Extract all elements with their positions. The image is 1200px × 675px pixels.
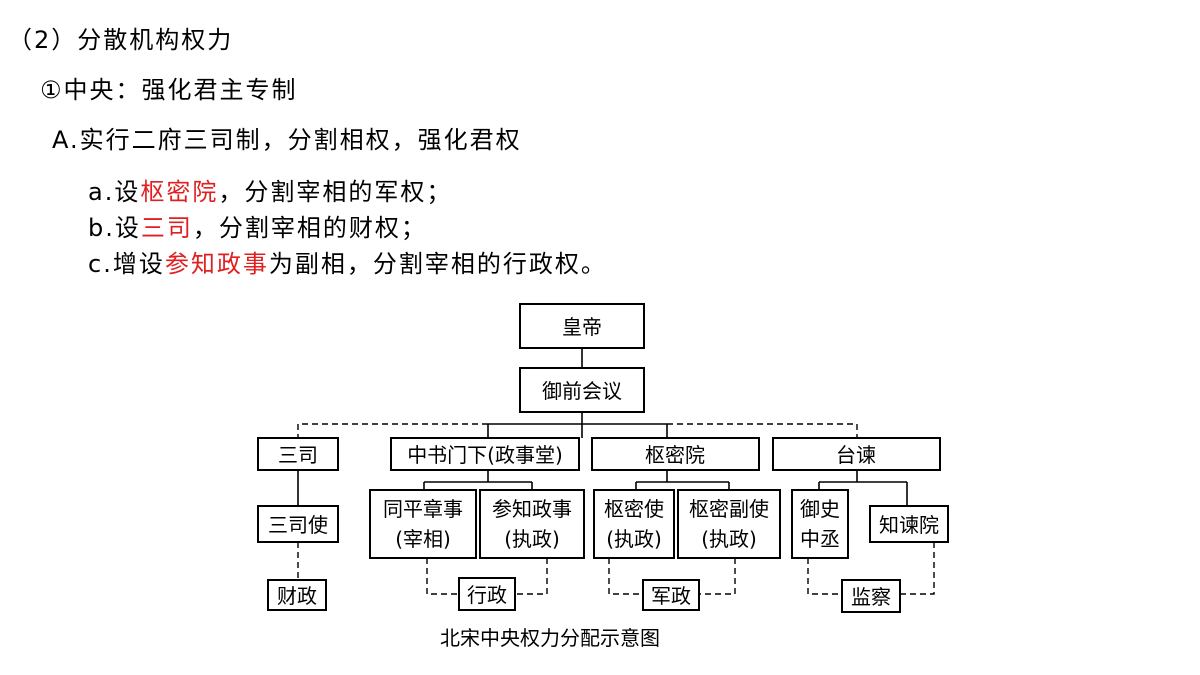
svg-text:同平章事: 同平章事 xyxy=(383,497,463,521)
svg-text:枢密副使: 枢密副使 xyxy=(689,497,769,521)
dashed-bracket xyxy=(807,558,842,595)
svg-text:(执政): (执政) xyxy=(701,527,757,551)
box-canzhi: 参知政事 (执政) xyxy=(479,489,585,559)
svg-text:财政: 财政 xyxy=(277,584,317,608)
dashed-connector xyxy=(667,423,858,438)
item-b-highlight: 三司 xyxy=(140,214,193,242)
svg-text:御前会议: 御前会议 xyxy=(542,379,622,403)
item-c: c.增设参知政事为副相，分割宰相的行政权。 xyxy=(88,244,607,279)
item-a-prefix: a.设 xyxy=(88,178,141,206)
svg-text:中书门下(政事堂): 中书门下(政事堂) xyxy=(407,443,563,467)
svg-text:参知政事: 参知政事 xyxy=(492,497,572,521)
dashed-bracket xyxy=(608,558,643,595)
svg-text:台谏: 台谏 xyxy=(836,443,876,467)
box-jiancha: 监察 xyxy=(841,579,901,613)
svg-text:三司使: 三司使 xyxy=(268,513,328,537)
item-a-highlight: 枢密院 xyxy=(140,178,219,206)
item-b-prefix: b.设 xyxy=(88,214,141,242)
subheading-central: ①中央：强化君主专制 xyxy=(40,76,298,104)
item-c-suffix: 为副相，分割宰相的行政权。 xyxy=(268,250,607,278)
box-shumishi: 枢密使 (执政) xyxy=(593,489,675,559)
dashed-bracket xyxy=(699,558,736,595)
svg-text:枢密院: 枢密院 xyxy=(645,443,705,467)
diagram-caption: 北宋中央权力分配示意图 xyxy=(440,626,660,650)
item-b: b.设三司，分割宰相的财权； xyxy=(88,208,427,243)
box-emperor: 皇帝 xyxy=(519,303,645,349)
svg-text:枢密使: 枢密使 xyxy=(604,497,664,521)
svg-text:御史: 御史 xyxy=(800,497,840,521)
section-heading: （2）分散机构权力 xyxy=(8,26,234,54)
point-a: A.实行二府三司制，分割相权，强化君权 xyxy=(52,126,522,154)
svg-text:三司: 三司 xyxy=(278,443,318,467)
box-caizheng: 财政 xyxy=(267,579,327,611)
svg-text:(宰相): (宰相) xyxy=(395,527,451,551)
box-taijian: 台谏 xyxy=(772,437,941,471)
box-yushi: 御史 中丞 xyxy=(791,489,849,559)
dashed-bracket xyxy=(900,542,935,595)
box-junzheng: 军政 xyxy=(642,579,700,611)
svg-text:皇帝: 皇帝 xyxy=(562,315,602,339)
item-a-suffix: ，分割宰相的军权； xyxy=(218,178,453,206)
box-zhijian: 知谏院 xyxy=(869,505,949,543)
dashed-bracket xyxy=(515,558,548,595)
box-sansi-shi: 三司使 xyxy=(257,505,339,543)
item-c-prefix: c.增设 xyxy=(88,250,165,278)
dashed-connector xyxy=(297,423,488,438)
item-a: a.设枢密院，分割宰相的军权； xyxy=(88,172,452,207)
item-b-suffix: ，分割宰相的财权； xyxy=(192,214,427,242)
box-tongping: 同平章事 (宰相) xyxy=(369,489,477,559)
item-c-highlight: 参知政事 xyxy=(164,250,269,278)
svg-text:军政: 军政 xyxy=(651,584,691,608)
svg-text:知谏院: 知谏院 xyxy=(879,513,939,537)
box-xingzheng: 行政 xyxy=(458,577,516,611)
box-sansi: 三司 xyxy=(257,437,339,471)
box-council: 御前会议 xyxy=(519,367,645,413)
box-shumifushi: 枢密副使 (执政) xyxy=(677,489,781,559)
svg-text:中丞: 中丞 xyxy=(800,527,840,551)
dashed-bracket xyxy=(426,558,459,595)
svg-text:行政: 行政 xyxy=(467,583,507,607)
svg-text:监察: 监察 xyxy=(851,585,891,609)
box-zhongshu: 中书门下(政事堂) xyxy=(390,437,580,471)
svg-text:(执政): (执政) xyxy=(504,527,560,551)
box-shumi: 枢密院 xyxy=(591,437,760,471)
svg-text:(执政): (执政) xyxy=(606,527,662,551)
